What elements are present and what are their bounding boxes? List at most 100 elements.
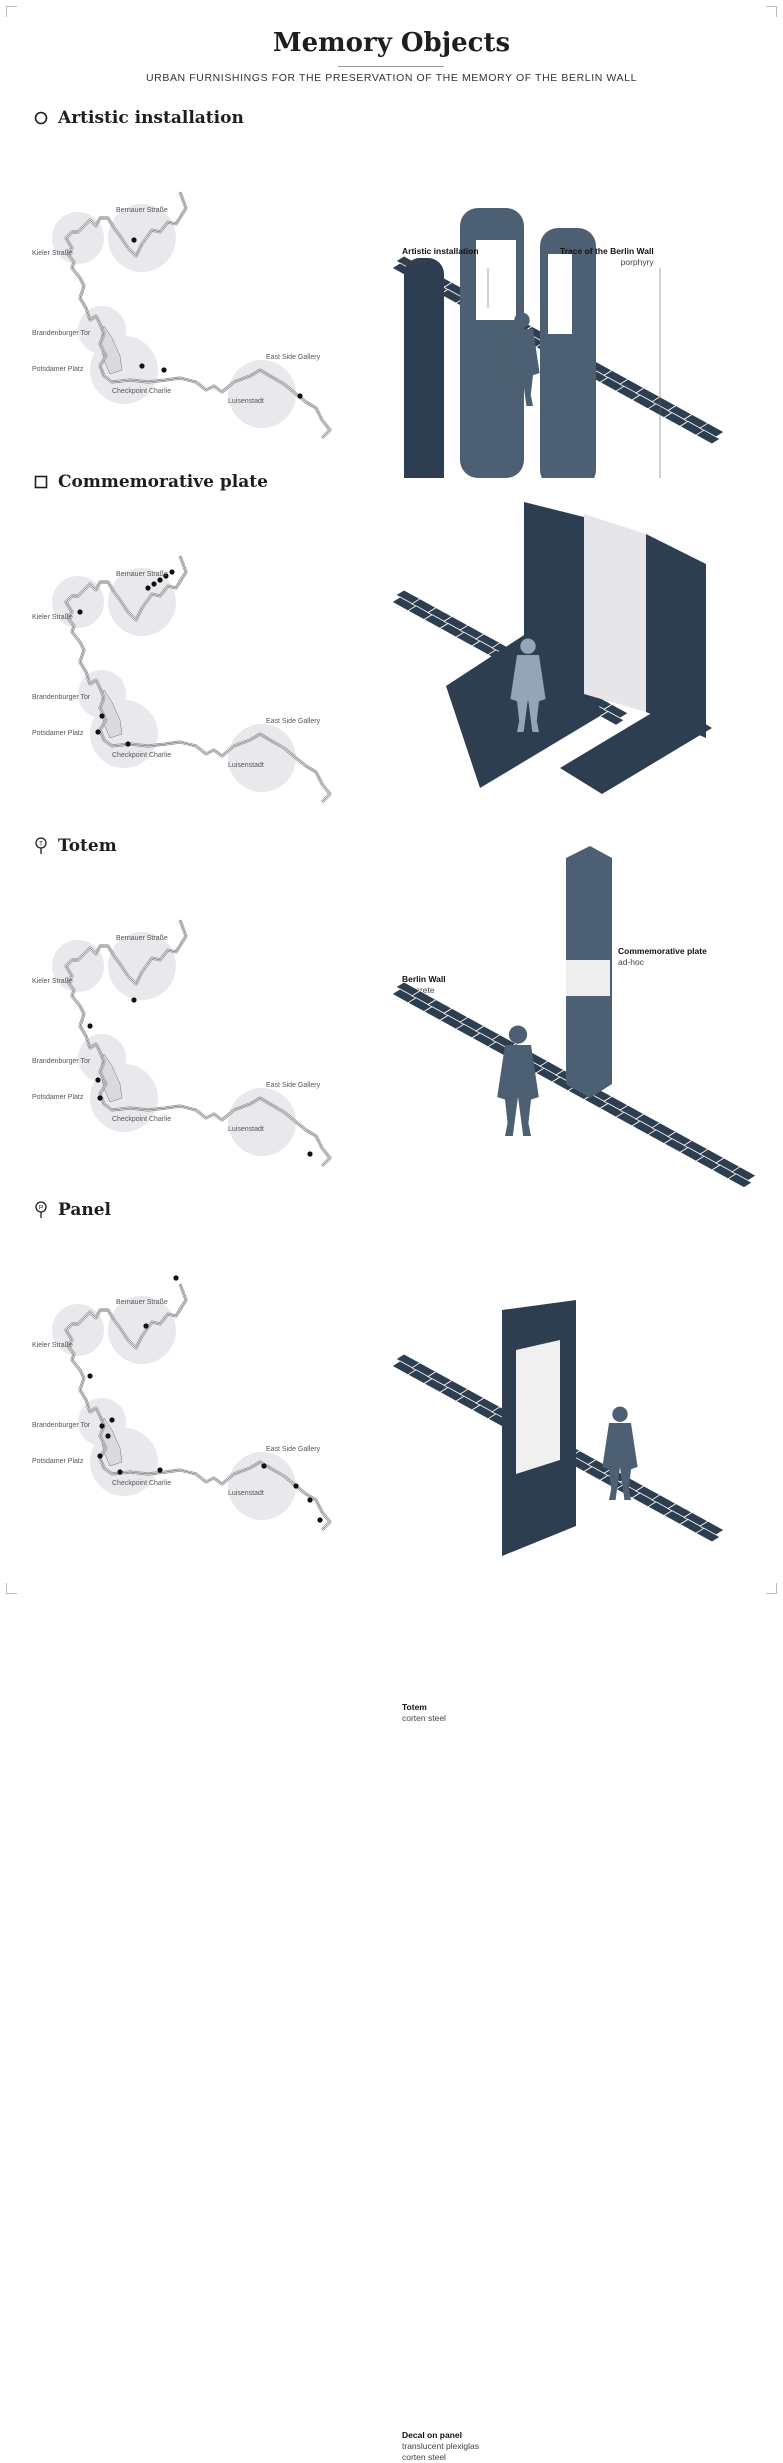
object-location-dot [261, 1463, 267, 1469]
object-location-dot [157, 577, 163, 583]
object-location-dot [145, 585, 151, 591]
object-location-dot [87, 1023, 93, 1029]
section-panel: P Panel [0, 1200, 783, 1570]
map-label-brandenburger: Brandenburger Tor [32, 1058, 91, 1065]
isometric-drawing [391, 846, 757, 1189]
object-location-dot [77, 609, 83, 615]
isometric-drawing [391, 1300, 725, 1556]
map-label-brandenburger: Brandenburger Tor [32, 694, 91, 701]
map-label-potsdamer: Potsdamer Platz [32, 1458, 84, 1465]
map-label-brandenburger: Brandenburger Tor [32, 1422, 91, 1429]
map-label-checkpoint: Checkpoint Charlie [112, 388, 172, 395]
square-icon [34, 475, 48, 489]
person-silhouette [510, 638, 546, 732]
totem-marker-icon: T [35, 837, 47, 854]
section-header: P Panel [34, 1200, 111, 1220]
object-location-dot [317, 1517, 323, 1523]
map-label-kieler: Kieler Straße [32, 1342, 73, 1349]
title-divider [338, 66, 444, 67]
map-label-kieler: Kieler Straße [32, 614, 73, 621]
map-label-checkpoint: Checkpoint Charlie [112, 752, 172, 759]
object-location-dot [307, 1151, 313, 1157]
object-location-dot [139, 363, 145, 369]
person-silhouette [497, 1025, 539, 1136]
object-location-dot [99, 713, 105, 719]
object-location-dot [97, 1453, 103, 1459]
map-label-kieler: Kieler Straße [32, 250, 73, 257]
corner-mark [766, 1583, 777, 1594]
map-label-bernauer: Bernauer Straße [116, 1299, 168, 1306]
section-header: T Totem [34, 836, 117, 856]
info-panel [476, 240, 516, 320]
object-location-dot [105, 1433, 111, 1439]
page-title: Memory Objects [272, 28, 511, 58]
district-circle [108, 932, 176, 1000]
wall-route-line [65, 919, 331, 1167]
district-circle [52, 576, 104, 628]
map-label-eastside: East Side Gallery [266, 1446, 321, 1453]
wall-panel-left [524, 502, 588, 708]
svg-text:T: T [39, 841, 43, 848]
isometric-drawing [391, 208, 725, 478]
map-label-luisenstadt: Luisenstadt [228, 398, 264, 405]
callout-title: Totem [402, 1702, 427, 1712]
object-location-dot [131, 997, 137, 1003]
object-location-dot [297, 393, 303, 399]
circle-icon [34, 111, 48, 125]
pillar-left [404, 258, 444, 478]
callout-title: Berlin Wall [402, 974, 446, 984]
object-location-dot [173, 1275, 179, 1281]
callout-title: Trace of the Berlin Wall [560, 246, 654, 256]
commemorative-plate [584, 514, 646, 712]
section-commemorative-plate: Commemorative plate [0, 472, 783, 822]
section-title: Commemorative plate [58, 472, 268, 492]
district-circle [108, 568, 176, 636]
district-circle [108, 1296, 176, 1364]
object-location-dot [157, 1467, 163, 1473]
map-label-bernauer: Bernauer Straße [116, 207, 168, 214]
wall-route-line [65, 555, 331, 803]
object-location-dot [169, 569, 175, 575]
object-location-dot [97, 1095, 103, 1101]
object-location-dot [131, 237, 137, 243]
callout-material: translucent plexiglas [402, 2441, 480, 2451]
district-circle [108, 204, 176, 272]
callout-title: Artistic installation [402, 246, 479, 256]
wall-base-right [560, 702, 712, 794]
map-label-luisenstadt: Luisenstadt [228, 1126, 264, 1133]
district-circle [52, 1304, 104, 1356]
object-location-dot [293, 1483, 299, 1489]
section-title: Panel [58, 1200, 111, 1220]
section-header: Artistic installation [34, 108, 244, 128]
map-label-potsdamer: Potsdamer Platz [32, 1094, 84, 1101]
wall-trace-tile [599, 710, 625, 726]
object-location-dot [95, 729, 101, 735]
map-label-bernauer: Bernauer Straße [116, 571, 168, 578]
map-label-brandenburger: Brandenburger Tor [32, 330, 91, 337]
callout-material: ad-hoc [618, 957, 644, 967]
object-location-dot [151, 581, 157, 587]
corner-mark [766, 6, 777, 17]
map-label-checkpoint: Checkpoint Charlie [112, 1116, 172, 1123]
object-location-dot [99, 1423, 105, 1429]
map-label-luisenstadt: Luisenstadt [228, 762, 264, 769]
wall-trace-tile [695, 429, 721, 445]
person-silhouette [602, 1406, 638, 1500]
object-location-dot [143, 1323, 149, 1329]
callout-material: corten steel [402, 1713, 446, 1723]
isometric-drawing [391, 502, 712, 794]
panel-marker-icon: P [35, 1201, 47, 1218]
map-label-eastside: East Side Gallery [266, 354, 321, 361]
section-artistic-installation: Artistic installation [0, 108, 783, 458]
wall-trace-tile [727, 1173, 753, 1189]
wall-trace-tile [695, 1527, 721, 1543]
object-location-dot [161, 367, 167, 373]
corner-mark [6, 6, 17, 17]
map-label-kieler: Kieler Straße [32, 978, 73, 985]
district-circle [52, 940, 104, 992]
